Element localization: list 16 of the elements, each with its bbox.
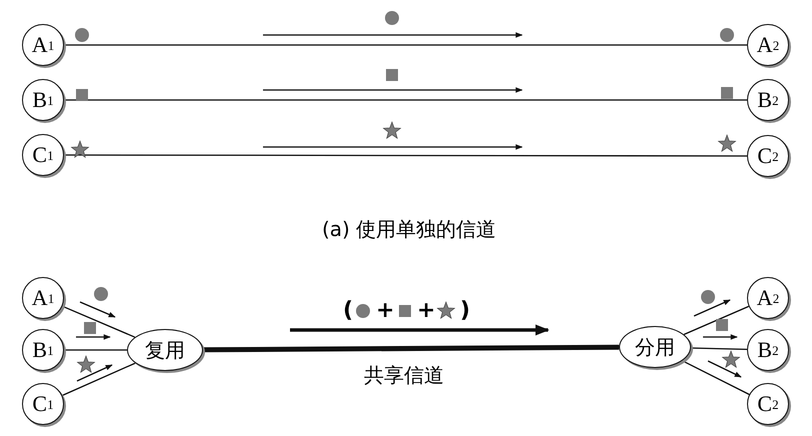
connector-line [64, 154, 747, 157]
connector-line [62, 306, 136, 338]
multiplexer-ellipse: 复用 [127, 329, 203, 371]
connector-line [64, 349, 127, 351]
connector-line [64, 44, 747, 46]
connector-line [62, 362, 136, 396]
connector-line [64, 99, 747, 101]
plus-sign: + [376, 298, 394, 323]
connector-line [202, 344, 620, 352]
parenthesis: ( [343, 298, 354, 323]
demultiplexer-ellipse: 分用 [619, 326, 691, 368]
parenthesis: ) [460, 298, 470, 323]
plus-sign: + [417, 298, 436, 323]
connector-line [690, 347, 748, 350]
connector-line [684, 306, 749, 336]
caption: (a) 使用单独的信道 [322, 216, 496, 243]
